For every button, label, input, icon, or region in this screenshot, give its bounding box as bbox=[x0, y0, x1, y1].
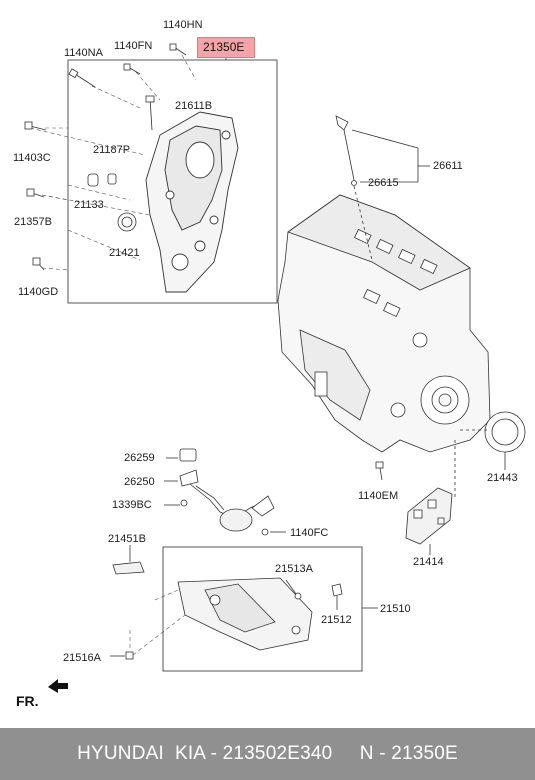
label-21350E: 21350E bbox=[203, 40, 245, 54]
label-26615: 26615 bbox=[368, 177, 399, 189]
label-21451B: 21451B bbox=[108, 533, 146, 545]
dipstick-26611 bbox=[335, 115, 430, 261]
bolt-1140FN bbox=[123, 63, 141, 75]
seal-21421 bbox=[117, 212, 137, 232]
bolt-11403C bbox=[24, 121, 47, 131]
dowel-21187P bbox=[107, 173, 117, 185]
label-21516A: 21516A bbox=[63, 652, 101, 664]
label-21133: 21133 bbox=[74, 199, 104, 211]
bolt-1140EM bbox=[375, 461, 384, 481]
stud-21611B bbox=[145, 95, 155, 131]
footer-part-text: HYUNDAI KIA - 213502E340 N - 21350E bbox=[77, 743, 458, 764]
label-1140EM: 1140EM bbox=[358, 490, 399, 502]
label-21512: 21512 bbox=[321, 614, 352, 626]
label-21443: 21443 bbox=[487, 472, 518, 484]
label-26250: 26250 bbox=[124, 476, 155, 488]
label-21513A: 21513A bbox=[275, 563, 313, 575]
oil-pan-group-box bbox=[162, 546, 363, 672]
label-1140FN: 1140FN bbox=[114, 40, 153, 52]
label-1140GD: 1140GD bbox=[18, 286, 59, 298]
oil-pan-21510 bbox=[177, 577, 313, 651]
rear-seal-21443 bbox=[484, 411, 526, 453]
part-number-footer: HYUNDAI KIA - 213502E340 N - 21350E bbox=[0, 728, 535, 780]
bolt-1140NA bbox=[68, 68, 96, 88]
engine-block bbox=[277, 194, 491, 453]
label-1339BC: 1339BC bbox=[112, 499, 152, 511]
bolt-1140HN bbox=[169, 43, 187, 56]
label-21611B: 21611B bbox=[175, 100, 213, 112]
label-1140HN: 1140HN bbox=[163, 19, 203, 31]
exploded-parts-diagram bbox=[24, 43, 526, 672]
label-21510: 21510 bbox=[380, 603, 411, 615]
label-1140FC: 1140FC bbox=[290, 527, 329, 539]
front-arrow-icon bbox=[48, 679, 68, 693]
label-21421: 21421 bbox=[109, 247, 140, 259]
label-26611: 26611 bbox=[433, 160, 463, 172]
label-21414: 21414 bbox=[413, 556, 444, 568]
label-1140NA: 1140NA bbox=[64, 47, 103, 59]
front-label: FR. bbox=[16, 693, 39, 709]
label-11403C: 11403C bbox=[13, 152, 51, 164]
highlight-box bbox=[197, 37, 255, 58]
timing-cover-group-box bbox=[67, 59, 278, 304]
drain-plug-21512 bbox=[331, 583, 343, 597]
bracket-21414 bbox=[405, 487, 453, 545]
dowel-21133 bbox=[87, 173, 99, 187]
bolt-21357B bbox=[26, 188, 45, 198]
bolt-1140GD bbox=[32, 257, 45, 271]
timing-cover-21350E bbox=[145, 111, 239, 293]
label-21187P: 21187P bbox=[93, 144, 131, 156]
baffle-21451B bbox=[112, 561, 145, 575]
label-21357B: 21357B bbox=[14, 216, 52, 228]
oil-strainer-26250 bbox=[179, 448, 275, 532]
label-26259: 26259 bbox=[124, 452, 155, 464]
